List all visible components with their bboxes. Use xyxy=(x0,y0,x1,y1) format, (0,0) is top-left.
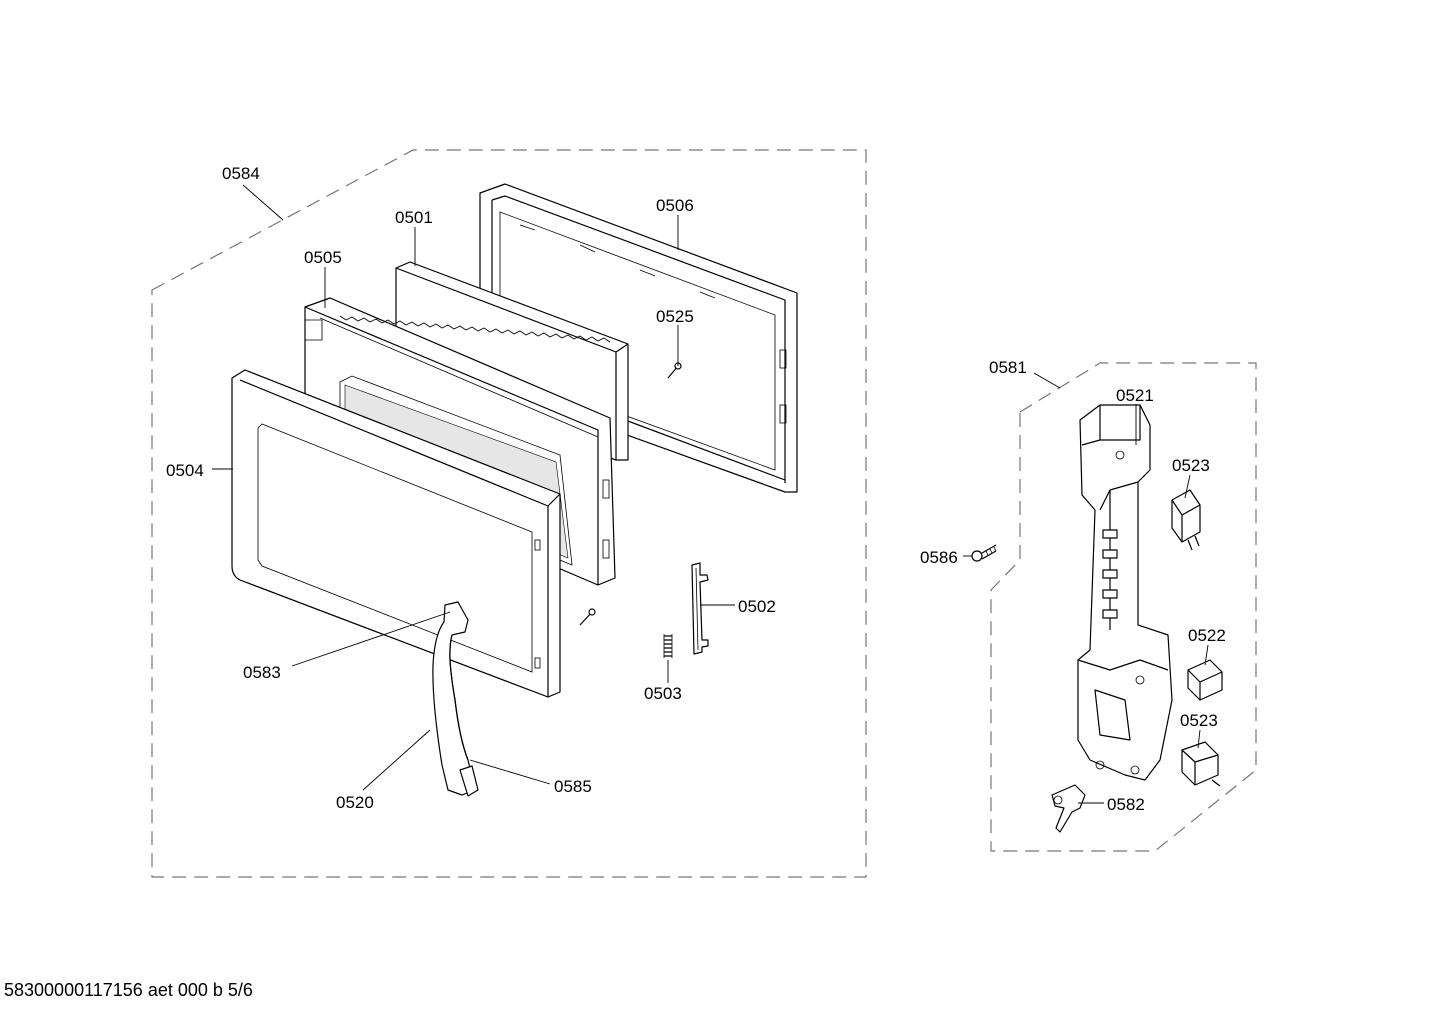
label-0505: 0505 xyxy=(304,248,342,267)
label-0583: 0583 xyxy=(243,663,281,682)
part-outer-door-0504 xyxy=(231,369,561,698)
part-microswitch-0523-top xyxy=(1171,489,1201,551)
label-0503: 0503 xyxy=(644,684,682,703)
label-0586: 0586 xyxy=(920,548,958,567)
part-interlock-bracket-0521 xyxy=(1077,404,1173,781)
assembly-boundary-0584 xyxy=(151,149,867,878)
label-0585: 0585 xyxy=(554,777,592,796)
label-0523-top: 0523 xyxy=(1172,456,1210,475)
label-0581: 0581 xyxy=(989,358,1027,377)
label-0504: 0504 xyxy=(166,461,204,480)
leader-lines xyxy=(212,184,1209,804)
label-0523-bottom: 0523 xyxy=(1180,711,1218,730)
document-id-footer: 58300000117156 aet 000 b 5/6 xyxy=(4,980,253,1000)
label-0502: 0502 xyxy=(738,597,776,616)
label-0521: 0521 xyxy=(1116,386,1154,405)
label-0525: 0525 xyxy=(656,307,694,326)
label-0584: 0584 xyxy=(222,164,260,183)
part-lever-0582 xyxy=(1051,784,1086,833)
part-microswitch-0523-bottom xyxy=(1181,741,1221,787)
screw-door xyxy=(579,608,596,626)
label-0582: 0582 xyxy=(1107,795,1145,814)
part-spring-0503 xyxy=(663,634,673,658)
label-0501: 0501 xyxy=(395,208,433,227)
part-handle-0520 xyxy=(432,601,479,797)
assembly-boundary-0581 xyxy=(990,362,1257,852)
label-0522: 0522 xyxy=(1188,626,1226,645)
part-latch-bar-0502 xyxy=(691,562,709,655)
screw-0586 xyxy=(971,544,997,562)
part-microswitch-0522 xyxy=(1187,659,1223,701)
label-0506: 0506 xyxy=(656,196,694,215)
label-0520: 0520 xyxy=(336,793,374,812)
